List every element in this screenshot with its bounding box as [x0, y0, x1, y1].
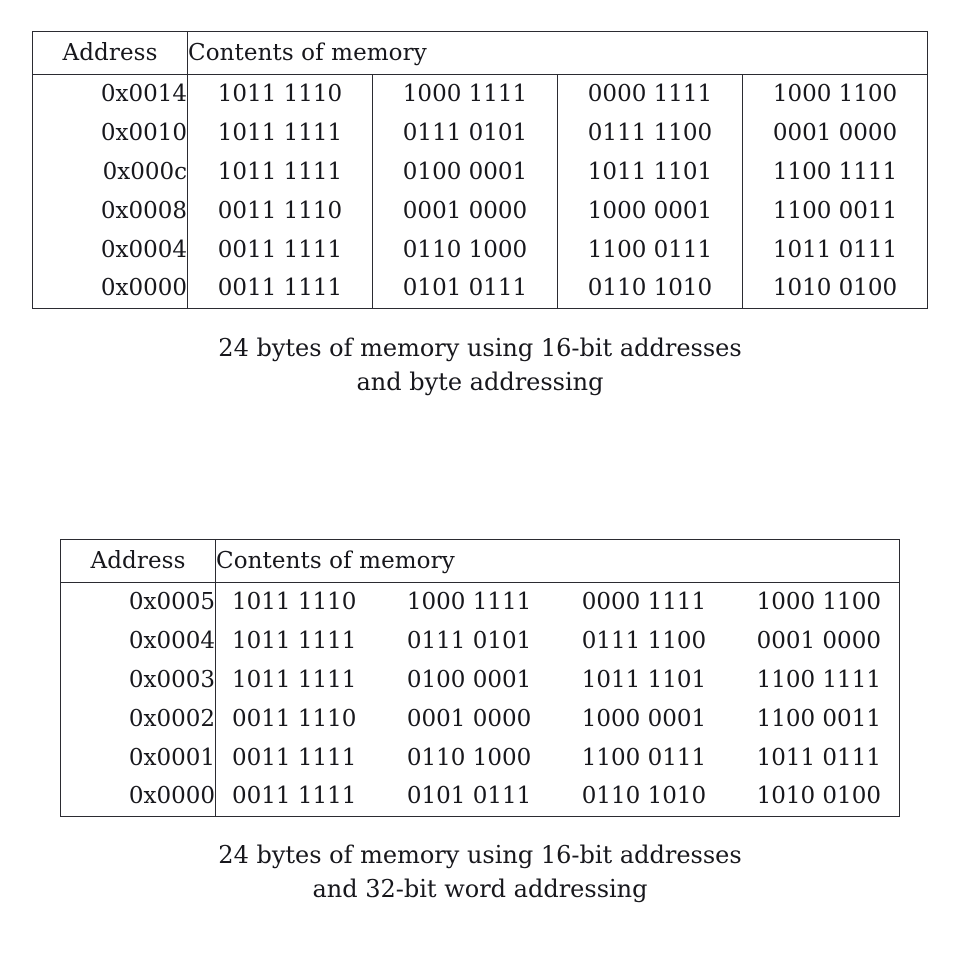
word-cell: 0011 1111 0110 1000 1100 0111 1011 0111: [215, 738, 900, 778]
byte-group: 0001 0000: [406, 705, 532, 732]
byte-cell: 0111 0101: [372, 113, 558, 153]
figure-byte-addressing: Address Contents of memory 0x0014 1011 1…: [32, 31, 929, 309]
table-row: 0x0008 0011 1110 0001 0000 1000 0001 110…: [32, 191, 929, 231]
byte-group: 1011 1110: [232, 588, 357, 615]
caption-line-1: 24 bytes of memory using 16-bit addresse…: [218, 334, 742, 362]
table-body: 0x0014 1011 1110 1000 1111 0000 1111 100…: [32, 74, 929, 309]
byte-group: 1011 1111: [232, 627, 357, 654]
byte-group: 1000 0001: [581, 705, 707, 732]
caption-line-2: and byte addressing: [356, 368, 604, 396]
byte-cell: 1010 0100: [742, 269, 929, 309]
byte-group: 0110 1010: [581, 783, 707, 810]
address-cell: 0x0002: [60, 699, 216, 739]
byte-cell: 0110 1000: [372, 230, 558, 270]
byte-cell: 1011 1101: [557, 152, 743, 192]
table-row: 0x0003 1011 1111 0100 0001 1011 1101 110…: [60, 660, 900, 700]
byte-cell: 1011 1110: [187, 74, 373, 114]
caption-line-2: and 32-bit word addressing: [312, 875, 648, 903]
byte-group: 0011 1111: [232, 744, 357, 771]
byte-group: 1011 1111: [232, 666, 357, 693]
table-header: Address Contents of memory: [60, 539, 900, 583]
byte-group: 1010 0100: [756, 783, 881, 810]
word-cell: 1011 1110 1000 1111 0000 1111 1000 1100: [215, 582, 900, 622]
address-cell: 0x0004: [32, 230, 188, 270]
header-row: Address Contents of memory: [60, 539, 900, 583]
byte-group: 1100 0011: [756, 705, 881, 732]
word-cell: 1011 1111 0111 0101 0111 1100 0001 0000: [215, 621, 900, 661]
byte-group: 0001 0000: [756, 627, 881, 654]
address-cell: 0x0010: [32, 113, 188, 153]
byte-cell: 0001 0000: [372, 191, 558, 231]
table-row: 0x0005 1011 1110 1000 1111 0000 1111 100…: [60, 582, 900, 622]
table-row: 0x0004 0011 1111 0110 1000 1100 0111 101…: [32, 230, 929, 270]
byte-cell: 1000 1111: [372, 74, 558, 114]
table-row: 0x0002 0011 1110 0001 0000 1000 0001 110…: [60, 699, 900, 739]
byte-cell: 0111 1100: [557, 113, 743, 153]
byte-group: 0011 1110: [232, 705, 357, 732]
byte-cell: 1100 0011: [742, 191, 929, 231]
address-cell: 0x0003: [60, 660, 216, 700]
caption-line-1: 24 bytes of memory using 16-bit addresse…: [218, 841, 742, 869]
byte-cell: 1011 0111: [742, 230, 929, 270]
byte-cell: 0101 0111: [372, 269, 558, 309]
figure-caption-byte-addressing: 24 bytes of memory using 16-bit addresse…: [0, 331, 960, 399]
table-body: 0x0005 1011 1110 1000 1111 0000 1111 100…: [60, 582, 900, 817]
address-cell: 0x0001: [60, 738, 216, 778]
address-cell: 0x0000: [60, 777, 216, 817]
byte-group: 0111 0101: [406, 627, 532, 654]
column-header-address: Address: [60, 539, 216, 583]
byte-group: 1000 1111: [406, 588, 532, 615]
figure-caption-word-addressing: 24 bytes of memory using 16-bit addresse…: [0, 838, 960, 906]
byte-group: 1011 0111: [756, 744, 881, 771]
byte-cell: 1100 1111: [742, 152, 929, 192]
byte-group: 0110 1000: [406, 744, 532, 771]
address-cell: 0x000c: [32, 152, 188, 192]
byte-cell: 0011 1111: [187, 230, 373, 270]
byte-group: 0000 1111: [581, 588, 707, 615]
header-row: Address Contents of memory: [32, 31, 929, 75]
address-cell: 0x0014: [32, 74, 188, 114]
byte-cell: 1000 1100: [742, 74, 929, 114]
table-row: 0x0004 1011 1111 0111 0101 0111 1100 000…: [60, 621, 900, 661]
table-row: 0x0001 0011 1111 0110 1000 1100 0111 101…: [60, 738, 900, 778]
table-header: Address Contents of memory: [32, 31, 929, 75]
byte-group: 1100 0111: [581, 744, 707, 771]
byte-cell: 1011 1111: [187, 152, 373, 192]
byte-cell: 0001 0000: [742, 113, 929, 153]
byte-group: 0101 0111: [406, 783, 532, 810]
word-cell: 1011 1111 0100 0001 1011 1101 1100 1111: [215, 660, 900, 700]
byte-cell: 0000 1111: [557, 74, 743, 114]
word-cell: 0011 1111 0101 0111 0110 1010 1010 0100: [215, 777, 900, 817]
byte-group: 0100 0001: [406, 666, 532, 693]
table-row: 0x0014 1011 1110 1000 1111 0000 1111 100…: [32, 74, 929, 114]
table-row: 0x0000 0011 1111 0101 0111 0110 1010 101…: [32, 269, 929, 309]
figure-word-addressing: Address Contents of memory 0x0005 1011 1…: [60, 539, 900, 817]
byte-group: 1000 1100: [756, 588, 881, 615]
address-cell: 0x0008: [32, 191, 188, 231]
memory-table-byte-addressing: Address Contents of memory 0x0014 1011 1…: [32, 31, 929, 309]
column-header-contents: Contents of memory: [187, 31, 929, 75]
table-row: 0x0000 0011 1111 0101 0111 0110 1010 101…: [60, 777, 900, 817]
byte-cell: 0100 0001: [372, 152, 558, 192]
column-header-address: Address: [32, 31, 188, 75]
table-row: 0x000c 1011 1111 0100 0001 1011 1101 110…: [32, 152, 929, 192]
address-cell: 0x0000: [32, 269, 188, 309]
column-header-contents: Contents of memory: [215, 539, 900, 583]
memory-table-word-addressing: Address Contents of memory 0x0005 1011 1…: [60, 539, 900, 817]
byte-group: 0111 1100: [581, 627, 707, 654]
byte-group: 1100 1111: [756, 666, 881, 693]
byte-cell: 1000 0001: [557, 191, 743, 231]
address-cell: 0x0004: [60, 621, 216, 661]
byte-group: 1011 1101: [581, 666, 707, 693]
byte-cell: 1011 1111: [187, 113, 373, 153]
byte-group: 0011 1111: [232, 783, 357, 810]
address-cell: 0x0005: [60, 582, 216, 622]
byte-cell: 0110 1010: [557, 269, 743, 309]
byte-cell: 0011 1110: [187, 191, 373, 231]
byte-cell: 1100 0111: [557, 230, 743, 270]
byte-cell: 0011 1111: [187, 269, 373, 309]
word-cell: 0011 1110 0001 0000 1000 0001 1100 0011: [215, 699, 900, 739]
table-row: 0x0010 1011 1111 0111 0101 0111 1100 000…: [32, 113, 929, 153]
